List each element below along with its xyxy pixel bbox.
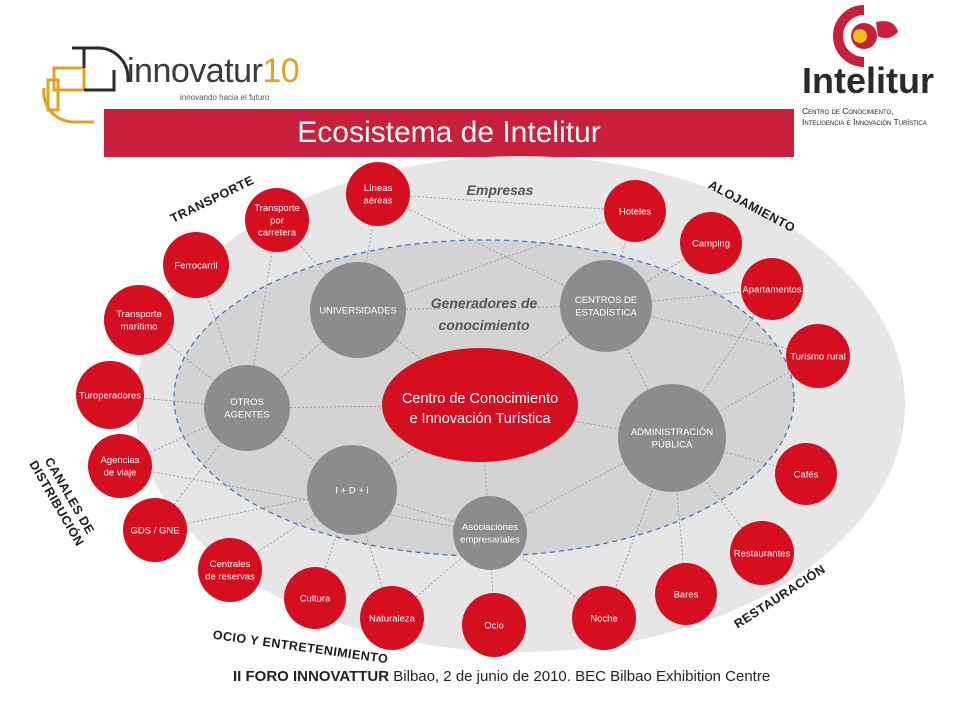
empresas-label: Empresas (467, 182, 534, 198)
category-label-transporte: TRANSPORTE (168, 173, 256, 226)
company-label-hoteles: Hoteles (619, 206, 651, 217)
generator-node-asociaciones (453, 496, 527, 570)
generator-node-idi (307, 445, 397, 535)
company-node-centrales-reservas (198, 538, 262, 602)
company-node-transporte-maritimo (104, 285, 174, 355)
innovatur-logo-mark (42, 46, 130, 124)
company-node-lineas-aereas (346, 162, 410, 226)
generator-node-centros-estadistica (560, 260, 652, 352)
company-label-camping: Camping (692, 238, 730, 249)
company-node-restaurantes (730, 521, 794, 585)
company-label-naturaleza: Naturaleza (369, 613, 416, 624)
generator-node-administracion (618, 384, 726, 492)
footer-text: II FORO INNOVATTUR Bilbao, 2 de junio de… (233, 668, 771, 685)
company-node-ferrocarril (163, 232, 229, 298)
company-label-turoperadores: Turoperadores (79, 390, 141, 401)
company-label-restaurantes: Restaurantes (734, 548, 791, 559)
company-label-apartamentos: Apartamentos (742, 284, 801, 295)
connector-line (109, 394, 248, 409)
company-label-noche: Noche (590, 613, 617, 624)
center-node (382, 348, 578, 462)
generator-node-otros-agentes (204, 365, 290, 451)
company-node-gds-gne (123, 498, 187, 562)
company-label-ocio: Ocio (484, 620, 504, 631)
connector-line (357, 210, 636, 311)
company-label-ferrocarril: Ferrocarril (174, 260, 217, 271)
company-label-cultura: Cultura (300, 593, 331, 604)
company-node-turoperadores (76, 361, 144, 429)
connector-line (314, 489, 353, 599)
company-node-camping (680, 212, 742, 274)
company-label-turismo-rural: Turismo rural (790, 351, 846, 362)
company-node-agencias-viaje (88, 434, 152, 498)
generator-label-universidades: UNIVERSIDADES (319, 305, 397, 316)
innovatur-logo-text: innovatur10 (127, 52, 300, 90)
company-node-turismo-rural (786, 324, 850, 388)
company-label-gds-gne: GDS / GNE (130, 525, 179, 536)
company-label-bares: Bares (674, 589, 699, 600)
company-node-hoteles (604, 180, 666, 242)
category-label-ocio: OCIO Y ENTRETENIMIENTO (212, 628, 389, 666)
title-banner: Ecosistema de Intelitur (104, 109, 794, 157)
intelitur-logo-text: Intelitur (802, 60, 934, 101)
company-node-naturaleza (360, 586, 424, 650)
company-node-cafes (775, 443, 837, 505)
intelitur-logo-mark (833, 5, 898, 67)
generator-node-universidades (310, 262, 406, 358)
company-node-transporte-carretera (245, 188, 309, 252)
connector-line (246, 404, 481, 409)
connector-line (119, 465, 491, 534)
company-node-apartamentos (741, 258, 803, 320)
generator-label-idi: I + D + i (335, 485, 368, 496)
company-node-noche (572, 586, 636, 650)
company-node-ocio (462, 593, 526, 657)
connector-line (671, 437, 807, 475)
company-label-cafes: Cafés (794, 469, 819, 480)
company-node-cultura (284, 567, 346, 629)
innovatur-tagline: innovando hacia el futuro (180, 93, 270, 102)
company-node-bares (655, 563, 717, 625)
intelitur-subtitle: Centro de Conocimiento, Inteligencia e I… (802, 106, 927, 127)
connector-line (377, 193, 636, 212)
page-title: Ecosistema de Intelitur (297, 116, 601, 149)
